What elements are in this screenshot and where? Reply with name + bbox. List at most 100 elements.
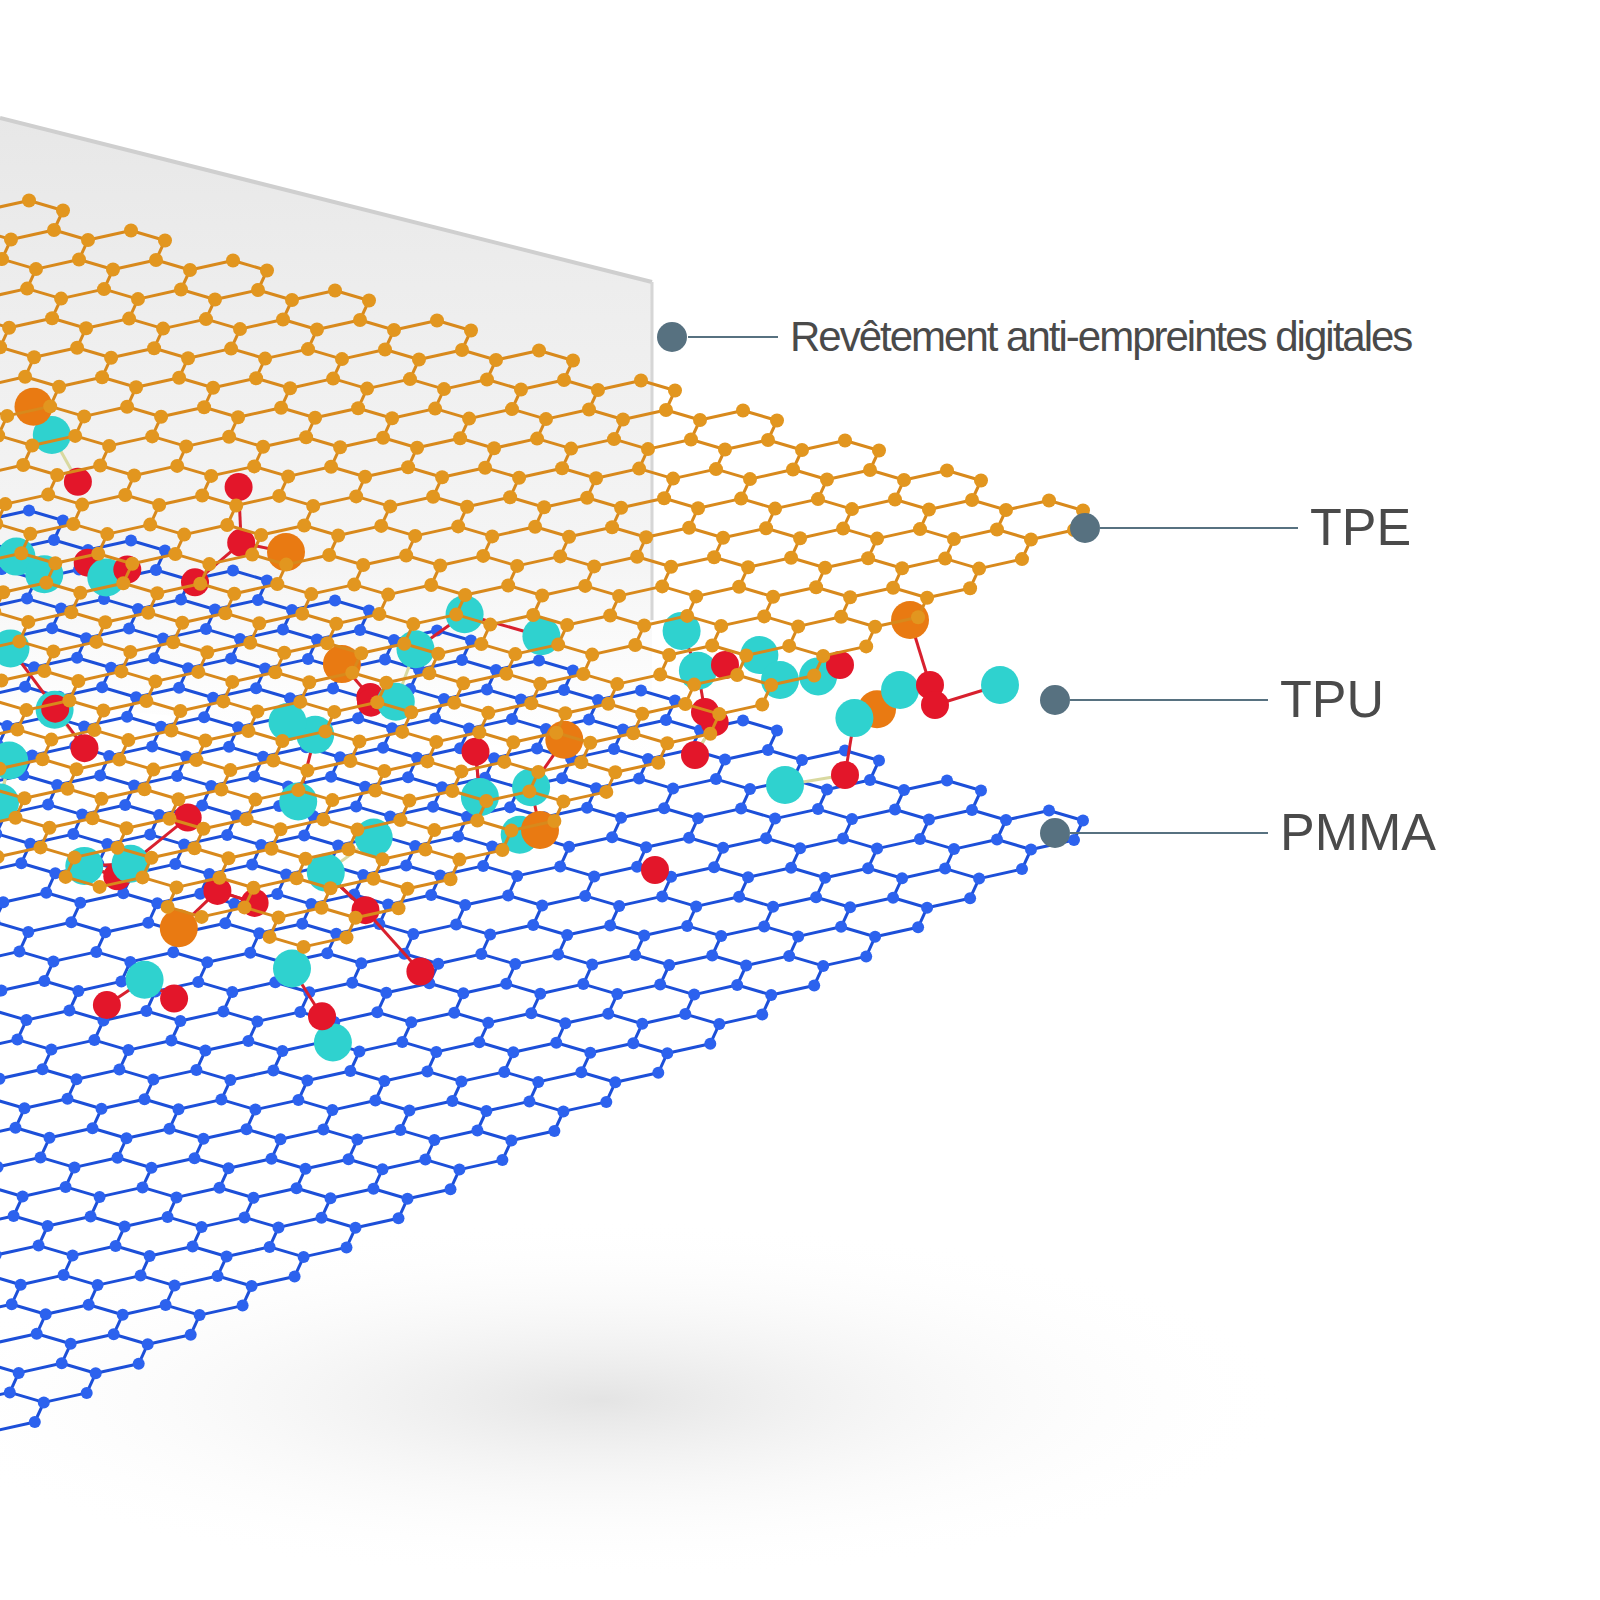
- lattice-bond: [28, 922, 71, 932]
- lattice-atom: [737, 715, 749, 727]
- lattice-atom: [22, 926, 34, 938]
- lattice-bond: [254, 1188, 297, 1198]
- lattice-bond: [540, 984, 583, 994]
- molecule-atom: [279, 783, 317, 821]
- lattice-atom: [13, 945, 25, 957]
- lattice-atom: [144, 829, 156, 841]
- lattice-atom: [717, 842, 729, 854]
- lattice-atom: [88, 1034, 100, 1046]
- lattice-bond: [257, 1012, 300, 1022]
- lattice-atom: [756, 1009, 768, 1021]
- lattice-bond: [102, 1099, 145, 1109]
- lattice-atom: [771, 725, 783, 737]
- lattice-bond: [125, 1217, 168, 1227]
- lattice-atom: [527, 919, 539, 931]
- lattice-bond: [75, 1158, 118, 1168]
- lattice-atom: [948, 843, 960, 855]
- lattice-bond: [719, 1015, 762, 1025]
- lattice-bond: [53, 952, 96, 962]
- lattice-atom: [15, 1279, 27, 1291]
- lattice-atom: [326, 1104, 338, 1116]
- lattice-atom: [142, 917, 154, 929]
- lattice-atom: [844, 901, 856, 913]
- lattice-atom: [0, 1249, 2, 1261]
- lattice-bond: [309, 983, 352, 993]
- lattice-bond: [255, 1100, 298, 1110]
- lattice-atom: [511, 870, 523, 882]
- lattice-atom: [72, 985, 84, 997]
- lattice-bond: [438, 954, 481, 964]
- lattice-bond: [26, 1011, 69, 1021]
- lattice-atom: [402, 1193, 414, 1205]
- lattice-bond: [279, 1218, 322, 1228]
- lattice-atom: [248, 770, 260, 782]
- lattice-atom: [40, 887, 52, 899]
- lattice-atom: [459, 899, 471, 911]
- lattice-atom: [708, 861, 720, 873]
- lattice-atom: [87, 1122, 99, 1134]
- lattice-atom: [532, 1076, 544, 1088]
- lattice-atom: [294, 1006, 306, 1018]
- lattice-bond: [229, 1159, 272, 1169]
- lattice-atom: [661, 1047, 673, 1059]
- lattice-atom: [615, 812, 627, 824]
- lattice-atom: [354, 624, 366, 636]
- lattice-atom: [588, 870, 600, 882]
- lattice-bond: [356, 1218, 399, 1228]
- lattice-atom: [71, 1073, 83, 1085]
- lattice-atom: [744, 783, 756, 795]
- pane-edge: [0, 118, 652, 282]
- lattice-atom: [219, 917, 231, 929]
- lattice-atom: [808, 980, 820, 992]
- lattice-atom: [13, 1367, 25, 1379]
- lattice-atom: [19, 1102, 31, 1114]
- lattice-atom: [432, 958, 444, 970]
- lattice-atom: [502, 890, 514, 902]
- lattice-bond: [488, 1013, 531, 1023]
- lattice-bond: [615, 1073, 658, 1083]
- lattice-bond: [71, 1334, 114, 1344]
- lattice-atom: [837, 833, 849, 845]
- lattice-atom: [38, 1396, 50, 1408]
- lattice-bond: [304, 1247, 347, 1257]
- lattice-atom: [554, 860, 566, 872]
- lattice-atom: [110, 1240, 122, 1252]
- lattice-atom: [150, 564, 162, 576]
- lattice-bond: [100, 1187, 143, 1197]
- lattice-atom: [482, 1017, 494, 1029]
- lattice-atom: [457, 987, 469, 999]
- lattice-bond: [73, 1246, 116, 1256]
- lattice-atom: [430, 1046, 442, 1058]
- lattice-atom: [896, 872, 908, 884]
- lattice-atom: [583, 714, 595, 726]
- lattice-atom: [525, 1007, 537, 1019]
- lattice-atom: [400, 860, 412, 872]
- lattice-atom: [534, 988, 546, 1000]
- lattice-atom: [794, 842, 806, 854]
- lattice-atom: [453, 1164, 465, 1176]
- lattice-atom: [602, 1008, 614, 1020]
- coating-pane: [0, 118, 652, 760]
- lattice-atom: [69, 1161, 81, 1173]
- lattice-atom: [425, 889, 437, 901]
- lattice-atom: [421, 1065, 433, 1077]
- lattice-atom: [215, 1094, 227, 1106]
- lattice-atom: [941, 775, 953, 787]
- lattice-atom: [611, 988, 623, 1000]
- lattice-atom: [0, 985, 7, 997]
- lattice-atom: [371, 1006, 383, 1018]
- lattice-atom: [94, 770, 106, 782]
- lattice-atom: [873, 755, 885, 767]
- molecule-atom: [71, 734, 99, 762]
- lattice-bond: [725, 750, 768, 760]
- lattice-bond: [517, 866, 560, 876]
- lattice-bond: [98, 1276, 141, 1286]
- lattice-bond: [696, 897, 739, 907]
- lattice-atom: [652, 1067, 664, 1079]
- lattice-bond: [490, 925, 533, 935]
- lattice-bond: [771, 986, 814, 996]
- lattice-atom: [327, 683, 339, 695]
- lattice-atom: [1000, 814, 1012, 826]
- lattice-atom: [600, 1096, 612, 1108]
